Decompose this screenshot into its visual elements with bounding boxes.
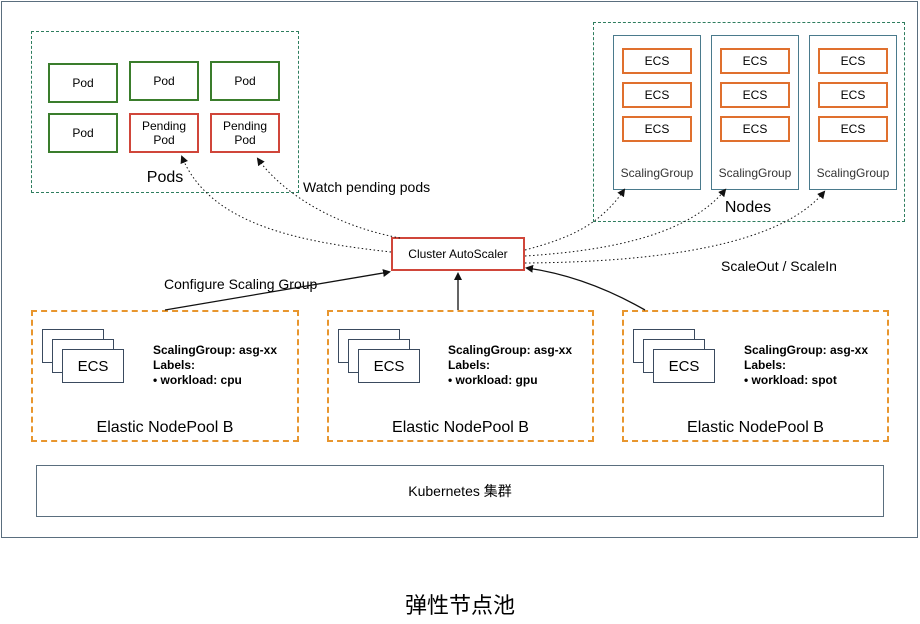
labels-title: Labels: <box>448 358 491 372</box>
ecs-node[interactable]: ECS <box>818 116 888 142</box>
pending-pod[interactable]: Pending Pod <box>210 113 280 153</box>
scaling-group-name: ScalingGroup: asg-xx <box>744 343 869 357</box>
configure-arrow-left <box>164 269 391 311</box>
nodepool-title: Elastic NodePool B <box>96 419 234 436</box>
ecs-node[interactable]: ECS <box>818 82 888 108</box>
configure-arrow-right <box>525 264 646 311</box>
pod[interactable]: Pod <box>210 61 280 101</box>
pending-pod[interactable]: Pending Pod <box>129 113 199 153</box>
diagram-caption: 弹性节点池 <box>404 593 515 618</box>
workload-value: workload: spot <box>751 373 837 387</box>
scale-arrow-1 <box>524 188 626 251</box>
pods-group <box>31 31 299 193</box>
ecs-stack-front[interactable]: ECS <box>653 349 715 383</box>
nodepool-info: ScalingGroup: asg-xx Labels: • workload:… <box>448 343 572 388</box>
nodepool-title: Elastic NodePool B <box>392 419 529 436</box>
scale-arrow-3 <box>524 190 826 264</box>
scaling-group-name: ScalingGroup: asg-xx <box>448 343 573 357</box>
ecs-stack-front[interactable]: ECS <box>358 349 420 383</box>
workload-value: workload: gpu <box>455 373 538 387</box>
scale-arrow-2 <box>524 188 727 257</box>
nodepool-info: ScalingGroup: asg-xx Labels: • workload:… <box>153 343 277 388</box>
nodepool-info: ScalingGroup: asg-xx Labels: • workload:… <box>744 343 868 388</box>
ecs-node[interactable]: ECS <box>622 116 692 142</box>
configure-scaling-label: Configure Scaling Group <box>164 276 318 292</box>
ecs-stack-front[interactable]: ECS <box>62 349 124 383</box>
pod[interactable]: Pod <box>48 63 118 103</box>
scale-label: ScaleOut / ScaleIn <box>721 258 837 274</box>
pod[interactable]: Pod <box>48 113 118 153</box>
scaling-group-name: ScalingGroup: asg-xx <box>153 343 278 357</box>
scaling-group-label: ScalingGroup <box>718 166 792 180</box>
labels-title: Labels: <box>153 358 196 372</box>
nodepool-title: Elastic NodePool B <box>687 419 824 436</box>
watch-arrow-left <box>180 155 392 253</box>
nodepool-spot <box>622 310 889 442</box>
scaling-group-label: ScalingGroup <box>620 166 694 180</box>
nodes-group <box>593 22 905 222</box>
ecs-node[interactable]: ECS <box>720 116 790 142</box>
workload-label: • workload: cpu <box>153 373 242 387</box>
pod[interactable]: Pod <box>129 61 199 101</box>
workload-value: workload: cpu <box>160 373 242 387</box>
ecs-node[interactable]: ECS <box>720 82 790 108</box>
kubernetes-cluster: Kubernetes 集群 <box>36 465 884 517</box>
cluster-frame <box>1 1 918 538</box>
ecs-node[interactable]: ECS <box>818 48 888 74</box>
ecs-node[interactable]: ECS <box>720 48 790 74</box>
watch-pending-label: Watch pending pods <box>303 179 431 195</box>
nodepool-gpu <box>327 310 594 442</box>
pods-group-title: Pods <box>146 169 184 186</box>
ecs-node[interactable]: ECS <box>622 82 692 108</box>
nodes-group-title: Nodes <box>724 199 772 216</box>
cluster-autoscaler[interactable]: Cluster AutoScaler <box>391 237 525 271</box>
workload-label: • workload: spot <box>744 373 837 387</box>
nodepool-cpu <box>31 310 299 442</box>
workload-label: • workload: gpu <box>448 373 538 387</box>
labels-title: Labels: <box>744 358 787 372</box>
scaling-group-label: ScalingGroup <box>816 166 890 180</box>
ecs-node[interactable]: ECS <box>622 48 692 74</box>
watch-arrow-right <box>256 157 401 239</box>
